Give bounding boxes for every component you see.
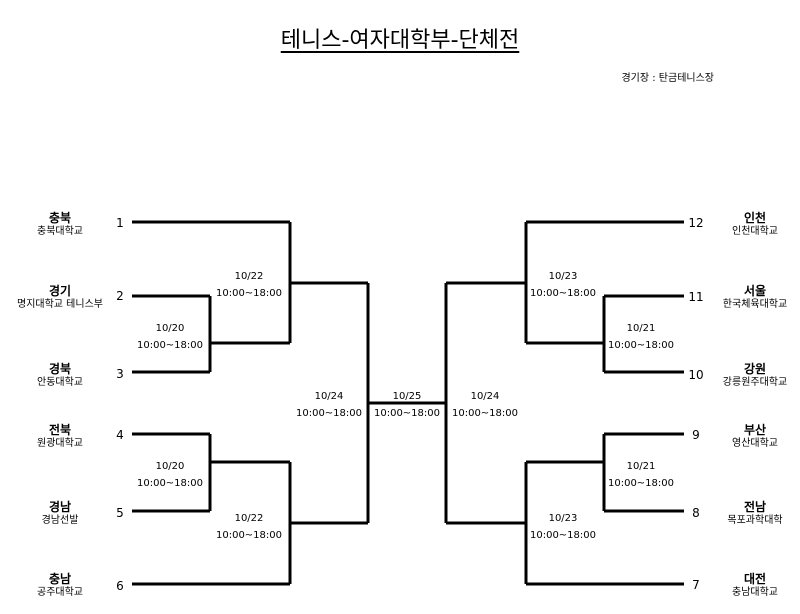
team-school: 안동대학교 bbox=[37, 377, 83, 388]
seed-number: 7 bbox=[692, 578, 700, 592]
team-left-2: 경기 명지대학교 테니스부 bbox=[5, 284, 115, 311]
match-time: 10:00~18:00 bbox=[136, 478, 203, 489]
seed-number: 6 bbox=[116, 579, 124, 593]
team-region: 전북 bbox=[48, 423, 72, 437]
match-date: 10/20 bbox=[155, 323, 185, 334]
match-label: 10/23 10:00~18:00 bbox=[518, 268, 608, 302]
team-school: 충북대학교 bbox=[37, 226, 83, 237]
seed-number: 2 bbox=[116, 289, 124, 303]
seed-number: 11 bbox=[688, 290, 704, 304]
team-left-3: 경북 안동대학교 bbox=[5, 362, 115, 389]
seed-number: 1 bbox=[116, 216, 124, 230]
match-time: 10:00~18:00 bbox=[607, 478, 674, 489]
match-date: 10/20 bbox=[155, 461, 185, 472]
seed-number: 5 bbox=[116, 506, 124, 520]
match-label: 10/20 10:00~18:00 bbox=[125, 458, 215, 492]
match-date: 10/23 bbox=[548, 513, 578, 524]
match-label: 10/25 10:00~18:00 bbox=[362, 388, 452, 422]
match-date: 10/21 bbox=[626, 323, 656, 334]
match-time: 10:00~18:00 bbox=[607, 340, 674, 351]
team-region: 경기 bbox=[48, 284, 72, 298]
team-right-8: 전남 목포과학대학 bbox=[700, 500, 800, 527]
seed-number: 9 bbox=[692, 428, 700, 442]
seed-number: 3 bbox=[116, 367, 124, 381]
team-right-10: 강원 강릉원주대학교 bbox=[700, 362, 800, 389]
team-region: 충남 bbox=[48, 572, 72, 586]
team-school: 강릉원주대학교 bbox=[722, 377, 788, 388]
match-date: 10/22 bbox=[234, 513, 264, 524]
match-label: 10/20 10:00~18:00 bbox=[125, 320, 215, 354]
team-school: 경남선발 bbox=[41, 515, 79, 526]
match-date: 10/24 bbox=[470, 391, 500, 402]
match-date: 10/21 bbox=[626, 461, 656, 472]
team-left-5: 경남 경남선발 bbox=[5, 500, 115, 527]
title-text: 테니스-여자대학부-단체전 bbox=[280, 28, 520, 53]
match-time: 10:00~18:00 bbox=[529, 530, 596, 541]
team-region: 인천 bbox=[743, 211, 767, 225]
venue-label: 경기장 : 탄금테니스장 bbox=[621, 73, 714, 84]
match-date: 10/24 bbox=[314, 391, 344, 402]
match-time: 10:00~18:00 bbox=[215, 288, 282, 299]
match-time: 10:00~18:00 bbox=[295, 408, 362, 419]
team-school: 명지대학교 테니스부 bbox=[17, 299, 103, 310]
seed-number: 8 bbox=[692, 506, 700, 520]
team-left-1: 충북 충북대학교 bbox=[5, 211, 115, 238]
team-school: 목포과학대학 bbox=[727, 515, 783, 526]
seed-number: 4 bbox=[116, 428, 124, 442]
match-label: 10/21 10:00~18:00 bbox=[596, 458, 686, 492]
match-date: 10/23 bbox=[548, 271, 578, 282]
match-date: 10/22 bbox=[234, 271, 264, 282]
team-right-12: 인천 인천대학교 bbox=[700, 211, 800, 238]
team-region: 충북 bbox=[48, 211, 72, 225]
team-region: 서울 bbox=[743, 284, 767, 298]
seed-number: 10 bbox=[688, 368, 704, 382]
team-school: 한국체육대학교 bbox=[722, 299, 788, 310]
team-region: 대전 bbox=[743, 572, 767, 586]
team-region: 경남 bbox=[48, 500, 72, 514]
match-time: 10:00~18:00 bbox=[215, 530, 282, 541]
team-right-7: 대전 충남대학교 bbox=[700, 572, 800, 599]
match-label: 10/24 10:00~18:00 bbox=[440, 388, 530, 422]
team-right-9: 부산 영산대학교 bbox=[700, 423, 800, 450]
match-label: 10/21 10:00~18:00 bbox=[596, 320, 686, 354]
match-time: 10:00~18:00 bbox=[529, 288, 596, 299]
match-time: 10:00~18:00 bbox=[451, 408, 518, 419]
team-left-4: 전북 원광대학교 bbox=[5, 423, 115, 450]
team-region: 전남 bbox=[743, 500, 767, 514]
seed-number: 12 bbox=[688, 216, 704, 230]
team-right-11: 서울 한국체육대학교 bbox=[700, 284, 800, 311]
match-label: 10/22 10:00~18:00 bbox=[204, 268, 294, 302]
match-label: 10/22 10:00~18:00 bbox=[204, 510, 294, 544]
match-label: 10/24 10:00~18:00 bbox=[284, 388, 374, 422]
match-time: 10:00~18:00 bbox=[373, 408, 440, 419]
team-school: 인천대학교 bbox=[732, 226, 778, 237]
team-left-6: 충남 공주대학교 bbox=[5, 572, 115, 599]
team-region: 부산 bbox=[743, 423, 767, 437]
match-label: 10/23 10:00~18:00 bbox=[518, 510, 608, 544]
team-region: 경북 bbox=[48, 362, 72, 376]
match-time: 10:00~18:00 bbox=[136, 340, 203, 351]
page-title: 테니스-여자대학부-단체전 bbox=[0, 22, 800, 54]
team-school: 원광대학교 bbox=[37, 438, 83, 449]
match-date: 10/25 bbox=[392, 391, 422, 402]
team-region: 강원 bbox=[743, 362, 767, 376]
team-school: 충남대학교 bbox=[732, 587, 778, 598]
team-school: 영산대학교 bbox=[732, 438, 778, 449]
team-school: 공주대학교 bbox=[37, 587, 83, 598]
